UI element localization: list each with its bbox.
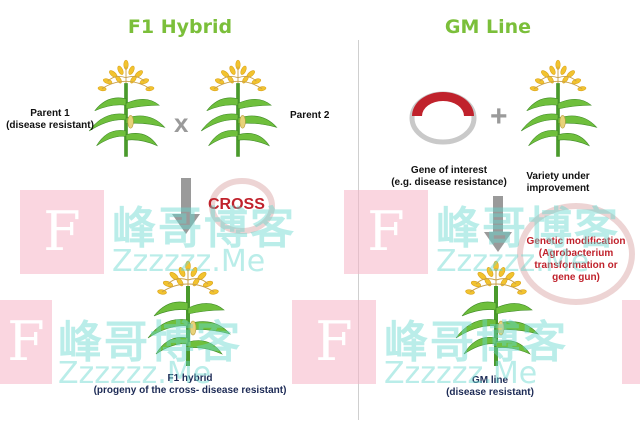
f1-hybrid-label: F1 hybrid (progeny of the cross- disease… [93,373,287,396]
watermark-logo: F [20,190,104,274]
maize-plant-icon [199,58,279,159]
cross-highlight-circle [209,178,275,234]
watermark-logo: F [344,190,428,274]
genetic-modification-label: Genetic modification (Agrobacterium tran… [526,236,626,283]
watermark-en-text: Zzzzzz.Me [384,356,538,391]
parent2-label: Parent 2 [290,110,330,121]
gene-of-interest-label: Gene of interest (e.g. disease resistanc… [391,165,507,188]
watermark-cn-text: 峰哥博客 [436,203,620,254]
watermark-en-text: Zzzzzz.Me [436,244,590,279]
watermark-cn-text: 峰哥博客 [58,317,242,368]
plus-symbol: + [490,100,508,133]
gm-line-label: GM line (disease resistant) [446,375,534,398]
cross-symbol: x [174,108,189,138]
plasmid-icon [409,91,477,145]
left-panel-title: F1 Hybrid [127,16,233,38]
watermark-en-text: Zzzzzz.Me [58,356,212,391]
maize-plant-icon [519,58,599,159]
down-arrow-icon [484,196,512,252]
cross-label: CROSS [208,196,265,213]
watermark-logo [622,300,640,384]
watermark-logo: F [0,300,52,384]
parent1-label: Parent 1 (disease resistant) [6,108,94,131]
variety-label: Variety under improvement [526,171,590,194]
right-panel-title: GM Line [444,16,532,38]
modification-highlight-circle [517,203,635,305]
watermark-en-text: Zzzzzz.Me [112,244,266,279]
watermark-cn-text: 峰哥博客 [112,203,296,254]
watermark-cn-text: 峰哥博客 [384,317,568,368]
down-arrow-icon [172,178,200,234]
watermark-logo: F [292,300,376,384]
